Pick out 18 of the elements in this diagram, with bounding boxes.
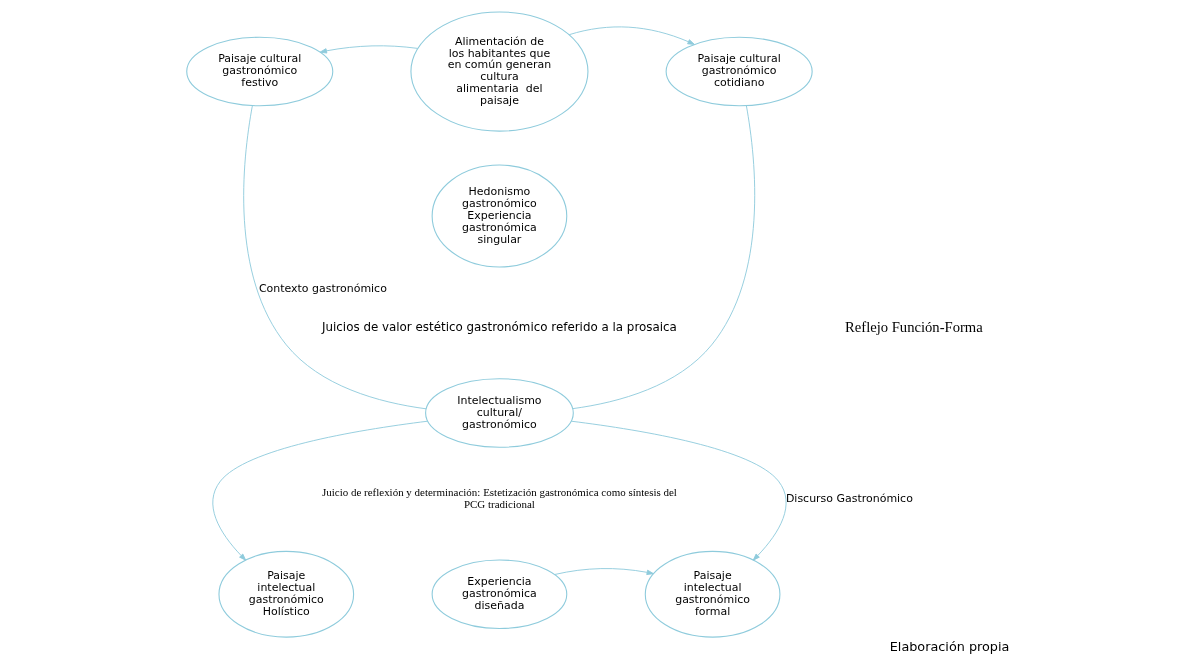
node-ellipse: Alimentación de los habitantes que en común generan cultura alimentaria del paisaje <box>410 11 589 132</box>
arrow <box>570 420 787 561</box>
arrow <box>319 45 418 54</box>
connector <box>572 105 756 410</box>
caption: Elaboración propia <box>889 638 1010 654</box>
arrow <box>568 26 695 45</box>
label: Reflejo Función-Forma <box>845 318 983 335</box>
node-ellipse: Experiencia gastronómica diseñada <box>431 559 568 630</box>
node-ellipse: Paisaje cultural gastronómico festivo <box>186 36 334 107</box>
arrow <box>212 420 429 561</box>
edge-label: Contexto gastronómico <box>258 282 387 296</box>
arrow <box>554 568 654 576</box>
node-ellipse: Hedonismo gastronómico Experiencia gastronómica singular <box>431 164 568 268</box>
node-ellipse: Intelectualismo cultural/ gastronómico <box>425 378 574 448</box>
label: Juicios de valor estético gastronómico referido a la prosaica <box>322 320 677 335</box>
edge-label: Discurso Gastronómico <box>785 492 913 506</box>
label: Juicio de reflexión y determinación: Estetización gastronómica como síntesis del PCG tradicional <box>322 486 677 511</box>
connector <box>243 105 427 410</box>
